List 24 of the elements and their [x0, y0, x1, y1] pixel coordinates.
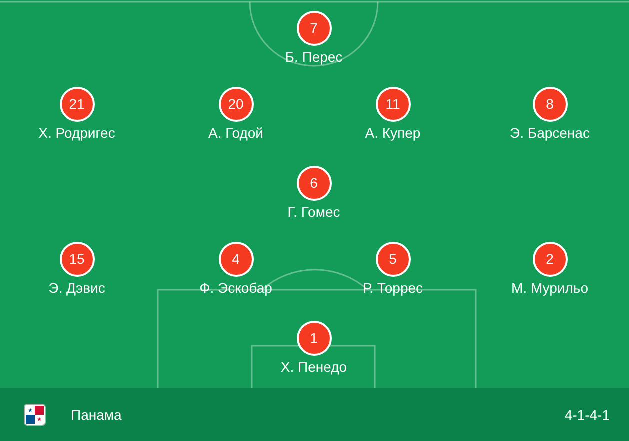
player-name: М. Мурильо [512, 280, 588, 296]
player-name: Э. Дэвис [48, 280, 106, 296]
shirt-number-badge: 2 [532, 242, 568, 276]
shirt-number-badge: 5 [376, 242, 410, 276]
shirt-number-badge: 6 [296, 166, 332, 200]
team-name: Панама [71, 406, 122, 422]
shirt-number-badge: 21 [60, 86, 94, 122]
shirt-number-badge: 1 [296, 320, 332, 356]
player-name: Х. Пенедо [280, 358, 348, 376]
shirt-number-badge: 20 [218, 86, 254, 122]
player-name: А. Годой [208, 124, 264, 142]
shirt-number-badge: 8 [532, 86, 568, 122]
shirt-number-badge: 7 [296, 10, 332, 46]
shirt-number-badge: 4 [218, 242, 254, 276]
player-name: Ф. Эскобар [200, 280, 272, 296]
shirt-number-badge: 15 [60, 242, 94, 276]
player-name: Э. Барсенас [510, 124, 590, 142]
shirt-number-badge: 11 [376, 86, 410, 122]
player-name: А. Купер [365, 124, 421, 142]
player-name: Р. Торрес [362, 280, 424, 296]
formation-label: 4-1-4-1 [564, 406, 610, 422]
player-name: Х. Родригес [38, 124, 116, 142]
player-name: Г. Гомес [288, 204, 340, 220]
player-name: Б. Перес [285, 48, 343, 66]
